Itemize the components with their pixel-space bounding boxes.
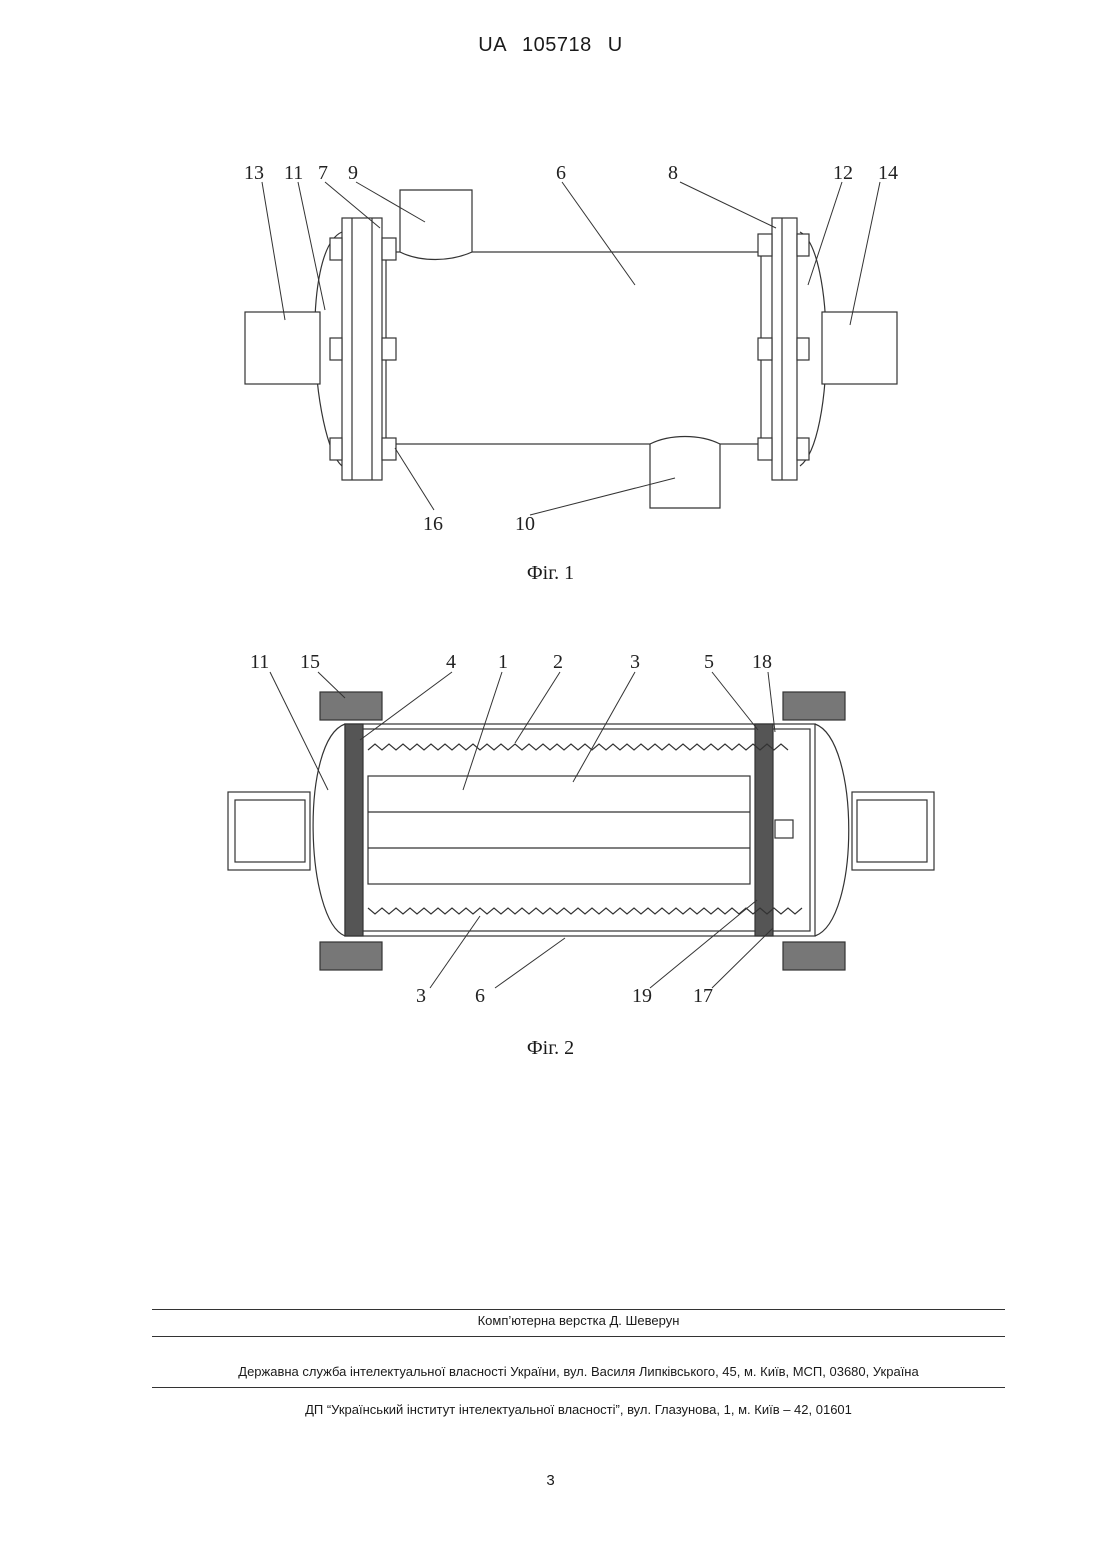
- fig2-label-11: 11: [250, 651, 269, 673]
- footer-rule-middle: [152, 1336, 1005, 1337]
- fig2-label-19: 19: [632, 985, 652, 1007]
- document-number: UA 105718 U: [0, 34, 1101, 57]
- fig2-label-2: 2: [553, 651, 563, 673]
- fig1-label-9: 9: [348, 162, 358, 184]
- fig1-left-pipe: [245, 312, 320, 384]
- fig2-left-tube-plate: [345, 724, 363, 936]
- fig2-tube-bundle: [368, 776, 750, 884]
- fig2-left-top-flange: [320, 692, 382, 720]
- footer-institute: ДП “Український інститут інтелектуальної…: [152, 1402, 1005, 1417]
- figure-1-drawing: 13 11 7 9 6 8 12 14 16 10: [0, 150, 1101, 550]
- fig2-label-3-top: 3: [630, 651, 640, 673]
- fig2-label-4: 4: [446, 651, 456, 673]
- footer-layout-credit: Комп’ютерна верстка Д. Шеверун: [152, 1313, 1005, 1328]
- fig2-center-bolt: [775, 820, 793, 838]
- fig2-label-1: 1: [498, 651, 508, 673]
- fig2-label-3-bottom: 3: [416, 985, 426, 1007]
- fig2-label-17: 17: [693, 985, 713, 1007]
- fig1-label-13: 13: [244, 162, 264, 184]
- fig2-label-6: 6: [475, 985, 485, 1007]
- figure-2-caption: Фіг. 2: [0, 1037, 1101, 1060]
- fig1-nozzle-10: [650, 437, 720, 509]
- fig1-label-7: 7: [318, 162, 328, 184]
- fig1-left-flange: [342, 218, 382, 480]
- fig2-right-cap: [815, 724, 849, 936]
- fig1-label-10: 10: [515, 513, 535, 535]
- fig2-right-bottom-flange: [783, 942, 845, 970]
- fig1-nozzle-9: [400, 190, 472, 260]
- footer-rule-top: [152, 1309, 1005, 1310]
- fig2-left-pipe: [228, 792, 310, 870]
- fig1-label-16: 16: [423, 513, 443, 535]
- fig2-left-cap: [313, 724, 345, 936]
- footer-state-service: Державна служба інтелектуальної власност…: [152, 1364, 1005, 1379]
- fig2-label-18: 18: [752, 651, 772, 673]
- fig2-right-tube-plate: [755, 724, 773, 936]
- fig2-right-top-flange: [783, 692, 845, 720]
- fig1-label-12: 12: [833, 162, 853, 184]
- fig1-label-6: 6: [556, 162, 566, 184]
- fig1-shell: [386, 252, 761, 444]
- page-number: 3: [0, 1472, 1101, 1489]
- fig2-label-5: 5: [704, 651, 714, 673]
- fig2-right-pipe: [852, 792, 934, 870]
- figure-2-drawing: 11 15 4 1 2 3 5 18 3 6 19 17: [0, 640, 1101, 1020]
- fig1-right-flange: [772, 218, 797, 480]
- fig2-left-bottom-flange: [320, 942, 382, 970]
- fig1-label-11: 11: [284, 162, 303, 184]
- fig1-label-14: 14: [878, 162, 898, 184]
- figure-1-caption: Фіг. 1: [0, 562, 1101, 585]
- fig1-label-8: 8: [668, 162, 678, 184]
- fig1-right-pipe: [822, 312, 897, 384]
- footer-rule-bottom: [152, 1387, 1005, 1388]
- fig2-label-15: 15: [300, 651, 320, 673]
